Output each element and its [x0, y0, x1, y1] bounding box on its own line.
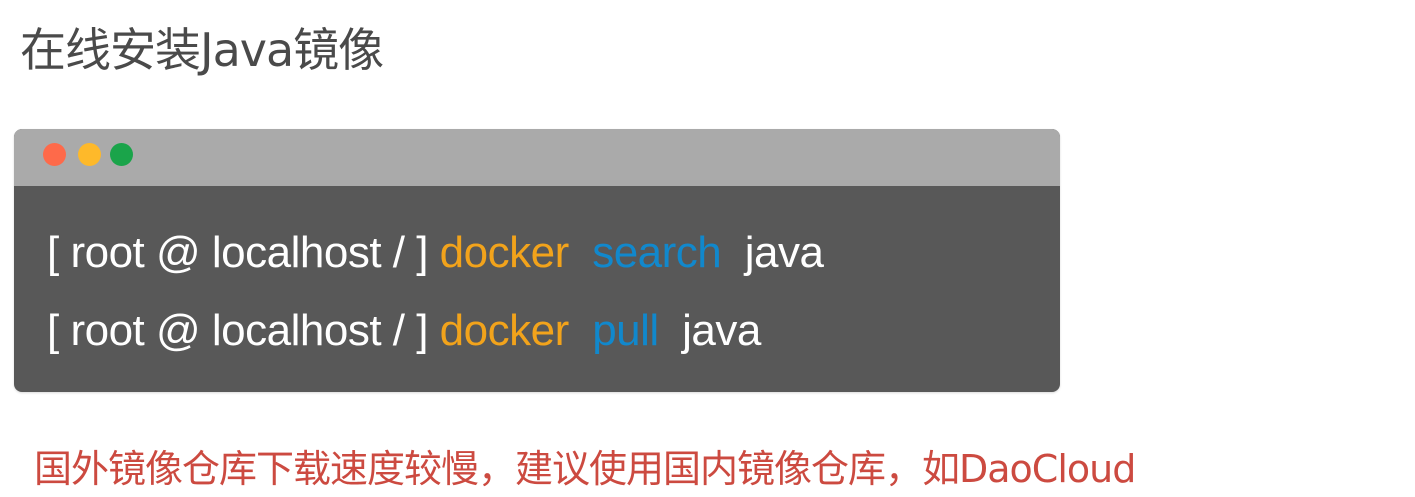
argument: java	[744, 228, 824, 277]
terminal-line-search: [ root @ localhost / ] docker search jav…	[47, 214, 1060, 292]
prompt: [ root @ localhost / ]	[47, 228, 440, 277]
subcommand: search	[592, 228, 722, 277]
minimize-dot-icon[interactable]	[78, 143, 101, 166]
argument: java	[682, 306, 761, 355]
slide-title: 在线安装Java镜像	[20, 23, 384, 77]
terminal-body: [ root @ localhost / ] docker search jav…	[14, 186, 1060, 370]
terminal-window: [ root @ localhost / ] docker search jav…	[14, 129, 1060, 392]
subcommand: pull	[592, 306, 659, 355]
command: docker	[439, 228, 570, 277]
terminal-line-pull: [ root @ localhost / ] docker pull java	[47, 292, 1060, 370]
mirror-note: 国外镜像仓库下载速度较慢，建议使用国内镜像仓库，如DaoCloud	[34, 447, 1136, 491]
terminal-titlebar	[14, 129, 1060, 186]
command: docker	[439, 306, 570, 355]
prompt: [ root @ localhost / ]	[47, 306, 440, 355]
close-dot-icon[interactable]	[43, 143, 66, 166]
maximize-dot-icon[interactable]	[110, 143, 133, 166]
